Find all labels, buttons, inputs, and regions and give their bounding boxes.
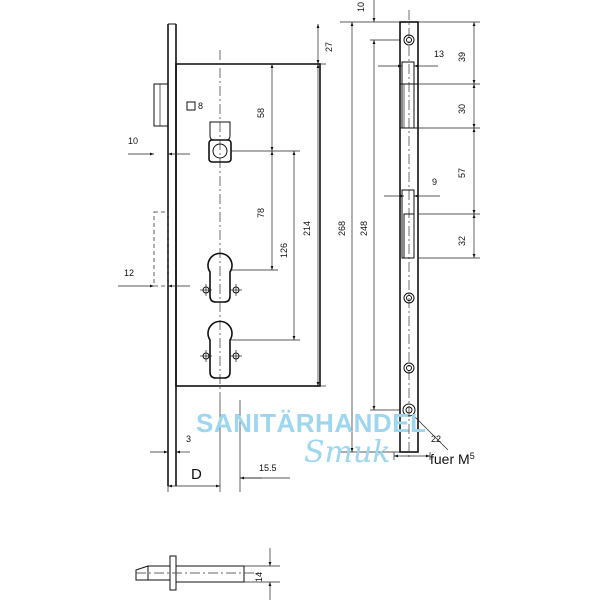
dim-14: 14 <box>254 572 264 582</box>
dim-15-5: 15.5 <box>259 463 277 473</box>
dim-27: 27 <box>324 42 334 52</box>
dim-3: 3 <box>186 434 191 444</box>
lower-cylinder-hole <box>207 320 233 379</box>
watermark: SANITÄRHANDEL Smuk <box>196 408 426 470</box>
bolt-detail-view <box>135 548 280 600</box>
dim-32: 32 <box>457 236 467 246</box>
dim-22: 22 <box>431 434 441 444</box>
fuer-m5-label: fuer M5 <box>430 451 475 467</box>
dim-30: 30 <box>457 104 467 114</box>
dim-78: 78 <box>256 208 266 218</box>
square-symbol <box>186 101 196 111</box>
dim-d-label: D <box>191 466 202 483</box>
dim-10-top: 10 <box>356 2 366 12</box>
dim-214: 214 <box>302 221 312 236</box>
dim-126: 126 <box>279 243 289 258</box>
dead-bolt <box>153 211 169 287</box>
dim-9: 9 <box>432 177 437 187</box>
dim-13: 13 <box>434 49 444 59</box>
watermark-line1: SANITÄRHANDEL <box>196 408 426 438</box>
dimension-texts: 10 27 58 78 126 214 268 248 39 30 57 32 … <box>124 2 475 582</box>
dim-39: 39 <box>457 52 467 62</box>
watermark-line2: Smuk <box>304 435 391 470</box>
lock-case-front-view <box>153 23 321 486</box>
dim-square-8: 8 <box>198 101 203 111</box>
dimension-lines-left <box>118 24 320 488</box>
dim-12: 12 <box>124 268 134 278</box>
upper-cylinder-hole <box>207 252 233 303</box>
latch-bolt <box>153 83 169 127</box>
dimension-lines-right <box>340 0 480 460</box>
dim-268: 268 <box>337 221 347 236</box>
forend-side-view <box>399 10 419 460</box>
dim-58: 58 <box>256 108 266 118</box>
dim-10-left: 10 <box>128 136 138 146</box>
fuer-m5-text: fuer M <box>430 451 470 467</box>
m5-exponent: 5 <box>470 451 475 461</box>
dim-57: 57 <box>457 168 467 178</box>
dim-248: 248 <box>359 221 369 236</box>
